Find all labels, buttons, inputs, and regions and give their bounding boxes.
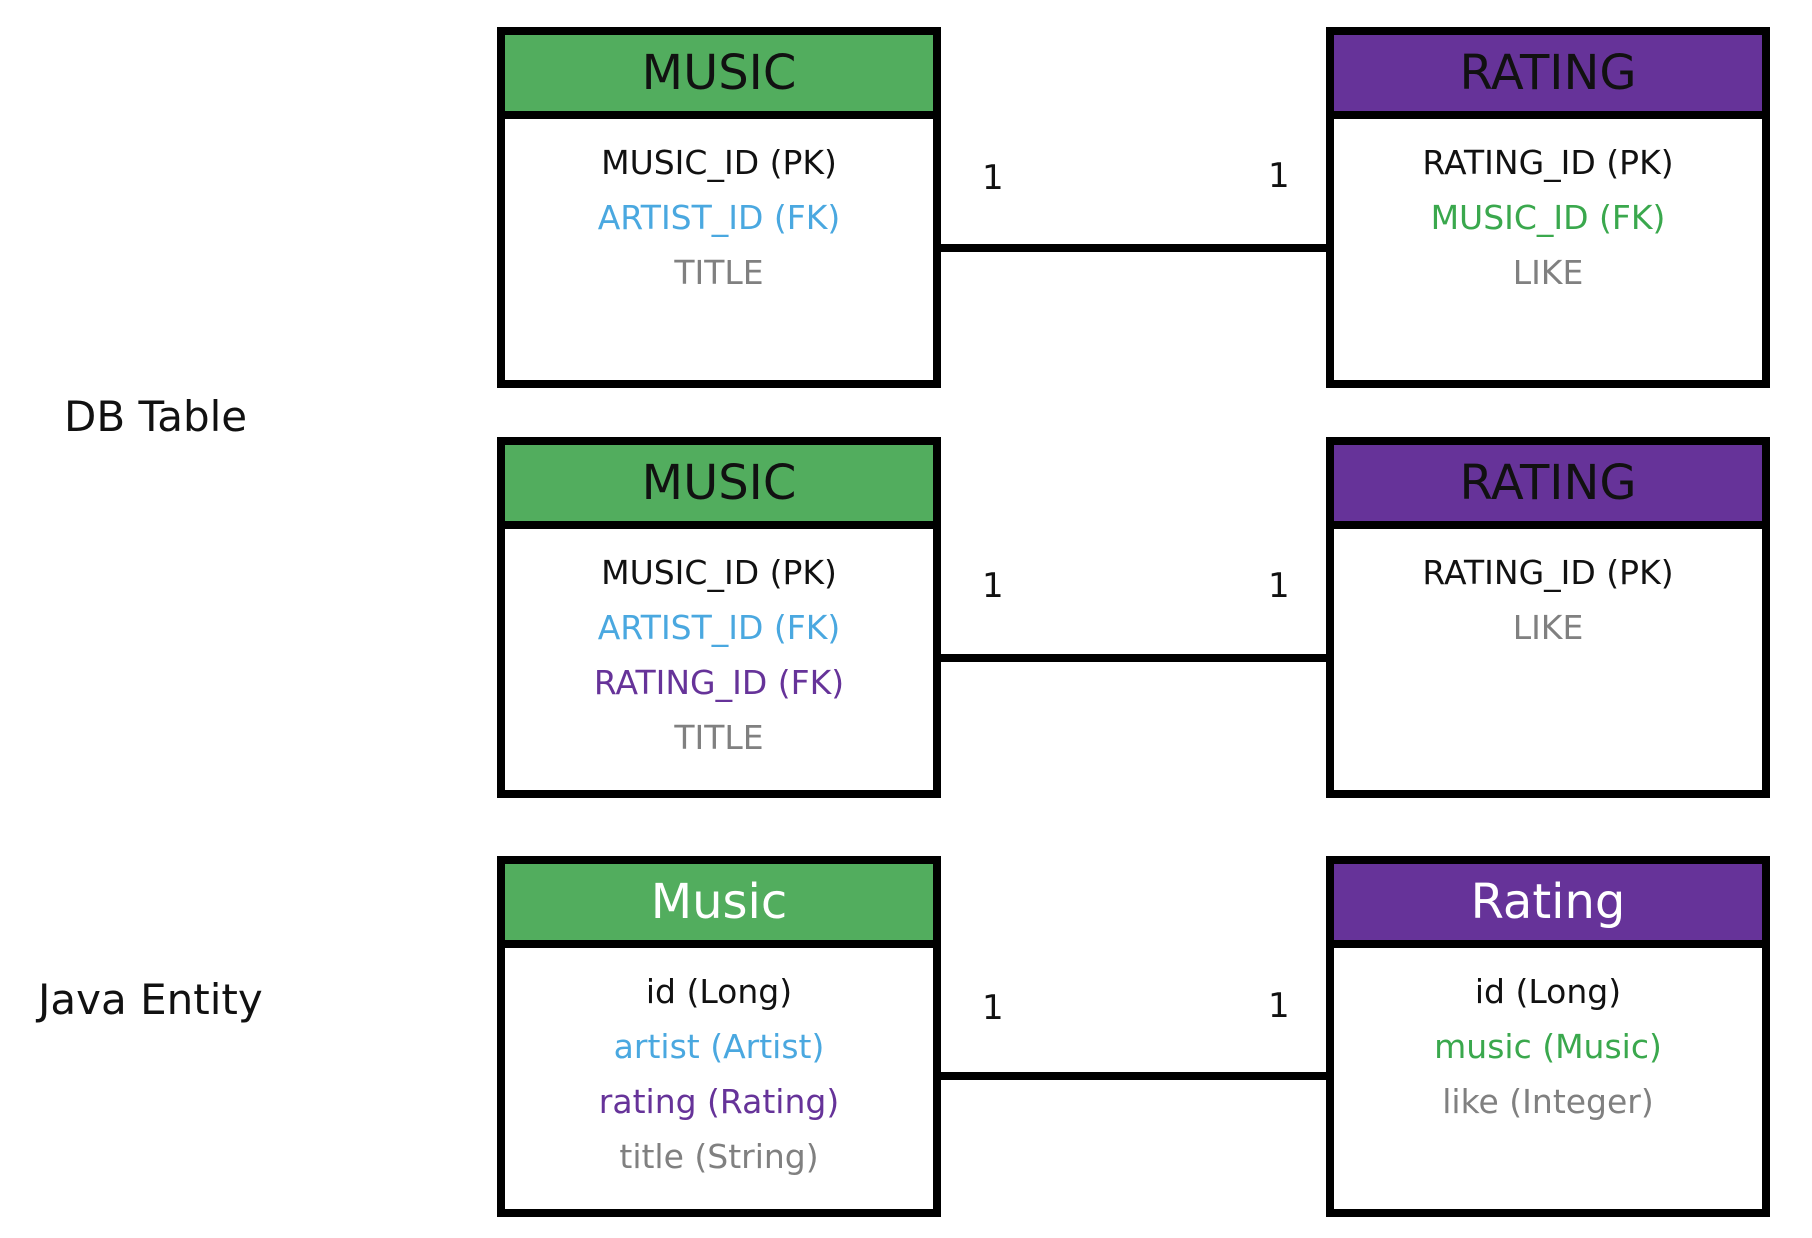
rating-entity-header: Rating bbox=[1334, 864, 1762, 948]
field-rating: rating (Rating) bbox=[598, 1082, 840, 1121]
rating-table-header: RATING bbox=[1334, 35, 1762, 119]
rating-table-box: RATING RATING_ID (PK) LIKE bbox=[1326, 437, 1770, 798]
field-artist-id-fk: ARTIST_ID (FK) bbox=[597, 198, 841, 237]
cardinality-left: 1 bbox=[982, 988, 1004, 1028]
field-title: title (String) bbox=[619, 1137, 819, 1176]
music-table-fields: MUSIC_ID (PK) ARTIST_ID (FK) RATING_ID (… bbox=[505, 529, 933, 765]
field-music-id-pk: MUSIC_ID (PK) bbox=[601, 553, 837, 592]
field-rating-id-pk: RATING_ID (PK) bbox=[1422, 553, 1674, 592]
field-like: LIKE bbox=[1512, 608, 1584, 647]
field-rating-id-pk: RATING_ID (PK) bbox=[1422, 143, 1674, 182]
music-table-header: MUSIC bbox=[505, 35, 933, 119]
rating-table-box: RATING RATING_ID (PK) MUSIC_ID (FK) LIKE bbox=[1326, 27, 1770, 388]
field-artist: artist (Artist) bbox=[613, 1027, 825, 1066]
music-entity-fields: id (Long) artist (Artist) rating (Rating… bbox=[505, 948, 933, 1184]
relationship-line bbox=[941, 654, 1326, 662]
music-entity-header: Music bbox=[505, 864, 933, 948]
db-table-label: DB Table bbox=[64, 392, 248, 441]
field-music-id-pk: MUSIC_ID (PK) bbox=[601, 143, 837, 182]
field-id: id (Long) bbox=[645, 972, 793, 1011]
relationship-line bbox=[941, 244, 1326, 252]
field-artist-id-fk: ARTIST_ID (FK) bbox=[597, 608, 841, 647]
music-table-box: MUSIC MUSIC_ID (PK) ARTIST_ID (FK) TITLE bbox=[497, 27, 941, 388]
music-entity-box: Music id (Long) artist (Artist) rating (… bbox=[497, 856, 941, 1217]
java-entity-label: Java Entity bbox=[38, 975, 263, 1024]
music-table-fields: MUSIC_ID (PK) ARTIST_ID (FK) TITLE bbox=[505, 119, 933, 300]
cardinality-right: 1 bbox=[1268, 156, 1290, 196]
rating-entity-box: Rating id (Long) music (Music) like (Int… bbox=[1326, 856, 1770, 1217]
cardinality-left: 1 bbox=[982, 158, 1004, 198]
cardinality-right: 1 bbox=[1268, 566, 1290, 606]
field-like: LIKE bbox=[1512, 253, 1584, 292]
cardinality-right: 1 bbox=[1268, 986, 1290, 1026]
field-rating-id-fk: RATING_ID (FK) bbox=[593, 663, 845, 702]
field-id: id (Long) bbox=[1474, 972, 1622, 1011]
rating-table-header: RATING bbox=[1334, 445, 1762, 529]
rating-table-fields: RATING_ID (PK) MUSIC_ID (FK) LIKE bbox=[1334, 119, 1762, 300]
field-title: TITLE bbox=[674, 718, 764, 757]
rating-entity-fields: id (Long) music (Music) like (Integer) bbox=[1334, 948, 1762, 1129]
cardinality-left: 1 bbox=[982, 566, 1004, 606]
field-music: music (Music) bbox=[1434, 1027, 1662, 1066]
field-title: TITLE bbox=[674, 253, 764, 292]
music-table-header: MUSIC bbox=[505, 445, 933, 529]
relationship-line bbox=[941, 1072, 1326, 1080]
field-music-id-fk: MUSIC_ID (FK) bbox=[1430, 198, 1666, 237]
rating-table-fields: RATING_ID (PK) LIKE bbox=[1334, 529, 1762, 655]
music-table-box: MUSIC MUSIC_ID (PK) ARTIST_ID (FK) RATIN… bbox=[497, 437, 941, 798]
field-like: like (Integer) bbox=[1442, 1082, 1654, 1121]
